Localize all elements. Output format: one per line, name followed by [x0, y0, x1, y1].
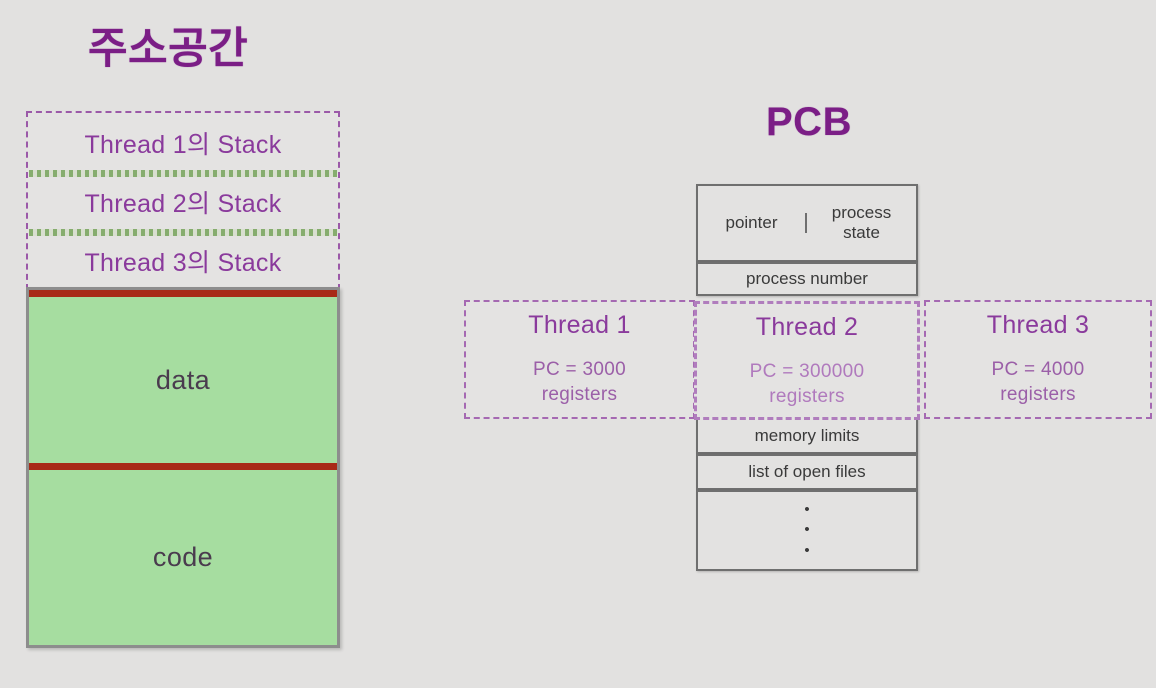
pcb-process-state-line-2: state: [843, 223, 880, 242]
thread-1-title: Thread 1: [528, 311, 631, 339]
pcb-cell-process-state: process state: [807, 203, 916, 242]
thread-3-title: Thread 3: [986, 311, 1090, 339]
memory-segments-block: data code: [26, 287, 340, 648]
pcb-process-state-line-1: process: [831, 203, 892, 223]
pcb-cell-list-of-open-files-label: list of open files: [748, 462, 866, 482]
memory-segment-data-label: data: [155, 364, 211, 395]
thread-context-box-1: Thread 1 PC = 3000 registers: [464, 300, 695, 419]
ellipsis-dot-1: •: [804, 501, 810, 519]
memory-segment-data: data: [29, 297, 337, 463]
pcb-cell-memory-limits-label: memory limits: [754, 426, 860, 446]
thread-stack-region: Thread 1의 Stack Thread 2의 Stack Thread 3…: [26, 111, 340, 290]
segment-divider-middle: [29, 463, 337, 470]
pcb-cell-pointer: pointer: [698, 213, 807, 233]
ellipsis-dot-3: •: [804, 541, 810, 559]
pcb-row-ellipsis: • • •: [696, 490, 918, 571]
pcb-row-list-of-open-files: list of open files: [696, 454, 918, 490]
pcb-row-pointer-state: pointer process state: [696, 184, 918, 262]
stack-separator-1: [29, 170, 337, 177]
ellipsis-dot-2: •: [804, 521, 810, 539]
pcb-cell-pointer-label: pointer: [725, 213, 778, 233]
thread-2-title: Thread 2: [755, 313, 859, 341]
thread-2-pc-value: PC = 300000: [749, 361, 865, 382]
stack-row-thread-1: Thread 1의 Stack: [28, 113, 338, 172]
stack-row-thread-3: Thread 3의 Stack: [28, 231, 338, 290]
stack-label-thread-1: Thread 1의 Stack: [84, 130, 282, 159]
pcb-row-memory-limits: memory limits: [696, 418, 918, 454]
thread-3-registers-label: registers: [1000, 384, 1076, 405]
thread-context-box-3: Thread 3 PC = 4000 registers: [924, 300, 1152, 419]
thread-3-pc-value: PC = 4000: [991, 359, 1085, 380]
stack-label-thread-3: Thread 3의 Stack: [84, 248, 282, 277]
segment-divider-top: [29, 290, 337, 297]
page-title-pcb: PCB: [766, 100, 852, 144]
pcb-table: pointer process state process number mem…: [696, 184, 918, 587]
thread-1-registers-label: registers: [541, 384, 618, 405]
pcb-cell-process-number-label: process number: [746, 269, 868, 289]
stack-row-thread-2: Thread 2의 Stack: [28, 172, 338, 231]
page-title-address-space: 주소공간: [88, 25, 249, 73]
thread-context-box-2: Thread 2 PC = 300000 registers: [694, 301, 920, 420]
stack-label-thread-2: Thread 2의 Stack: [84, 189, 282, 218]
pcb-cell-process-state-label: process state: [832, 203, 892, 242]
address-space-diagram: Thread 1의 Stack Thread 2의 Stack Thread 3…: [26, 111, 340, 648]
pcb-row-process-number: process number: [696, 262, 918, 296]
vertical-ellipsis-icon: • • •: [804, 500, 809, 561]
thread-1-pc-value: PC = 3000: [532, 359, 626, 380]
stack-separator-2: [29, 229, 337, 236]
memory-segment-code-label: code: [152, 542, 214, 572]
memory-segment-code: code: [29, 470, 337, 645]
thread-2-registers-label: registers: [769, 386, 845, 407]
